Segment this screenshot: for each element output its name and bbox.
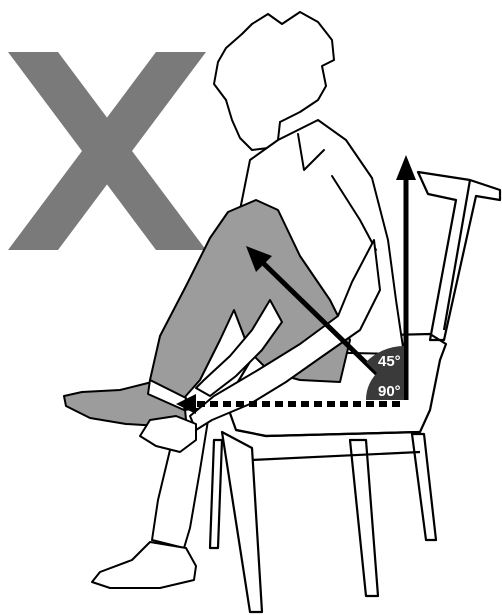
chair-backrest-inner — [444, 180, 470, 330]
chair-leg-back-far — [210, 440, 222, 548]
angle-90-label: 90° — [378, 383, 401, 400]
chair-leg-front-right — [350, 440, 378, 596]
person-hand — [140, 416, 196, 452]
chair-backrest — [418, 172, 500, 340]
seated-person-icon — [64, 12, 404, 588]
chair-seat-front — [236, 430, 420, 436]
chair-leg-back — [412, 434, 436, 540]
angle-45-label: 45° — [378, 353, 401, 370]
vertical-arrowhead — [396, 155, 416, 180]
person-back-shoe — [92, 542, 196, 588]
chair-stretcher — [252, 452, 420, 460]
incorrect-x-icon — [8, 52, 206, 250]
